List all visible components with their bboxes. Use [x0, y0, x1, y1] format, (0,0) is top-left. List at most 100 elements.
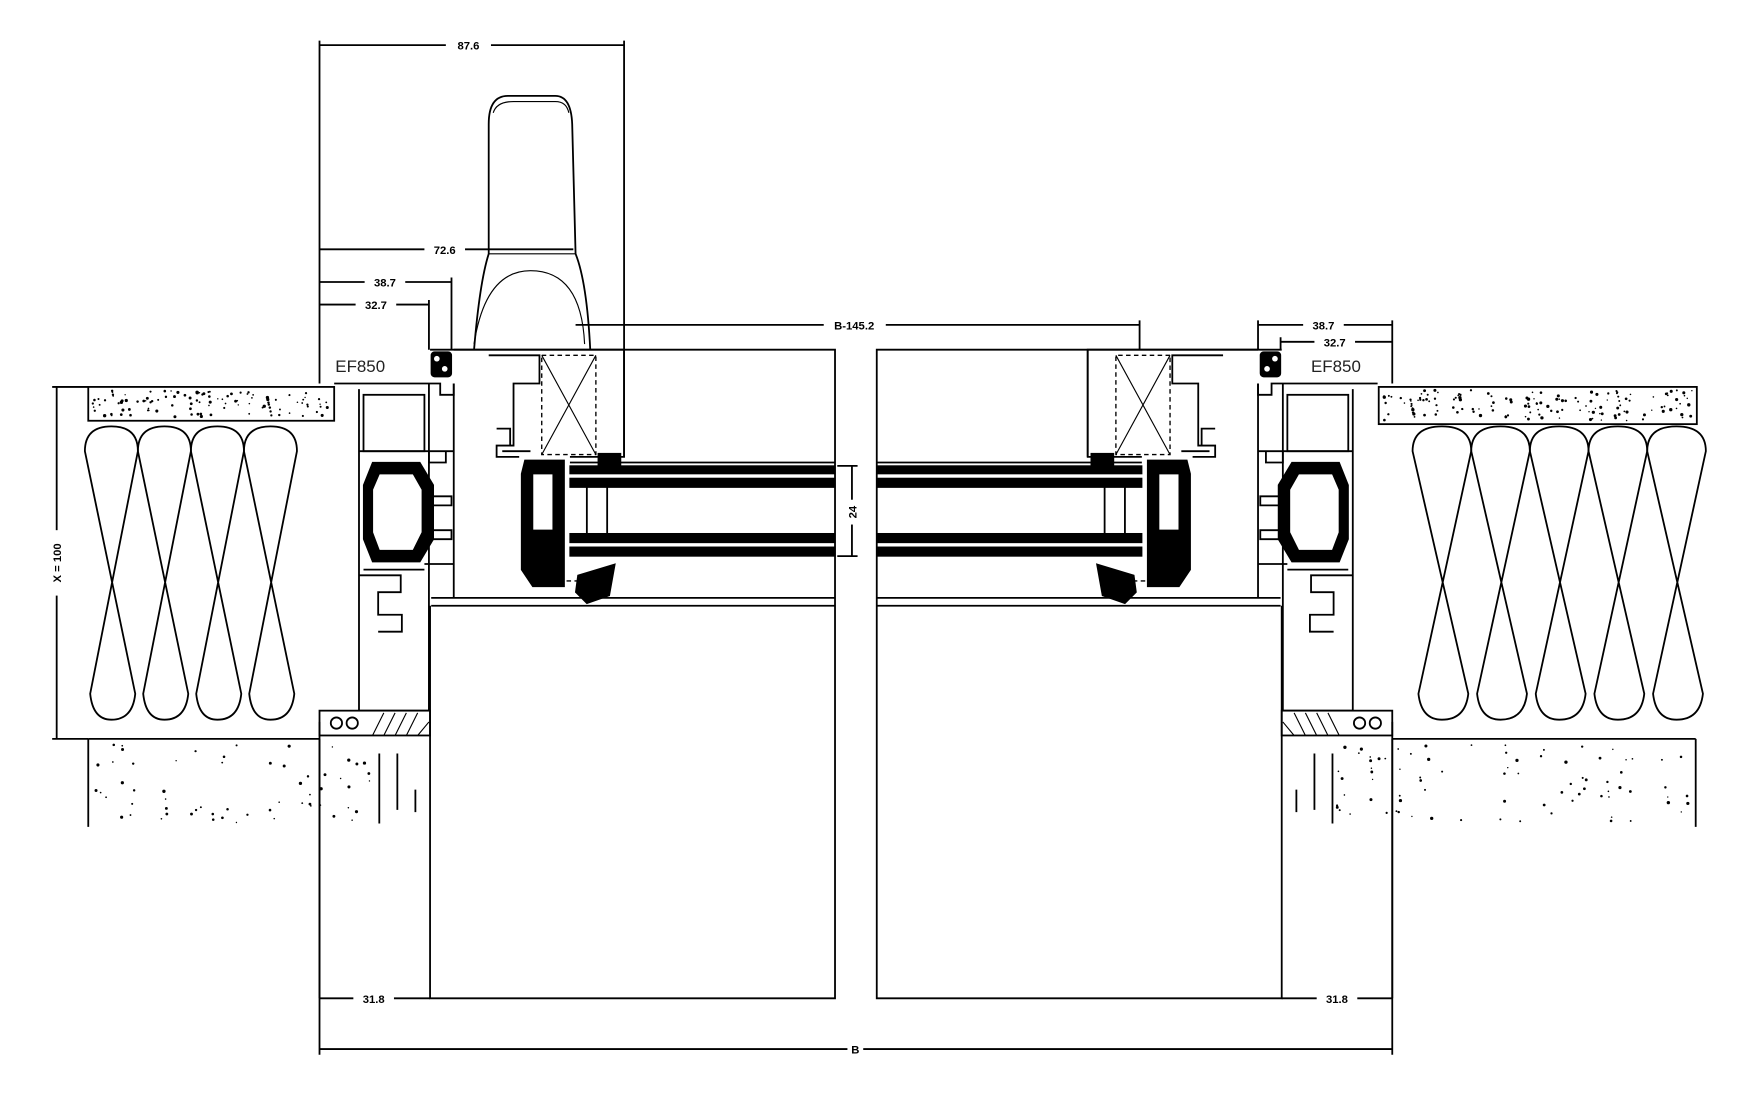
texture-dot: [1471, 407, 1475, 411]
insulation-loop: [190, 425, 245, 721]
texture-dot: [1357, 752, 1360, 755]
texture-dot: [1539, 391, 1543, 394]
texture-dot: [207, 390, 210, 394]
texture-dot: [1452, 398, 1456, 401]
texture-dot: [1411, 404, 1413, 407]
left-profile-section: [318, 348, 836, 1000]
texture-dot: [209, 413, 213, 417]
texture-dot: [268, 808, 272, 812]
texture-dot: [160, 817, 163, 820]
texture-dot: [1437, 391, 1439, 394]
texture-dot: [235, 744, 238, 747]
texture-dot: [270, 414, 273, 417]
texture-dot: [1338, 809, 1341, 812]
texture-dot: [1340, 777, 1344, 781]
texture-dot: [1412, 412, 1416, 416]
texture-dot: [1542, 803, 1546, 807]
texture-dot: [1395, 810, 1398, 813]
texture-dot: [279, 408, 281, 411]
texture-dot: [274, 398, 277, 401]
right-concrete-slab: [1377, 386, 1698, 426]
texture-dot: [1606, 399, 1608, 401]
texture-dot: [1542, 748, 1545, 751]
texture-dot: [99, 791, 102, 794]
texture-dot: [1472, 410, 1475, 413]
texture-dot: [331, 746, 334, 748]
texture-dot: [248, 402, 251, 405]
texture-dot: [1506, 414, 1510, 417]
texture-dot: [1616, 406, 1620, 410]
texture-dot: [262, 404, 266, 408]
texture-dot: [226, 394, 229, 398]
texture-dot: [1612, 748, 1614, 751]
texture-dot: [1588, 411, 1590, 413]
texture-dot: [1398, 798, 1403, 803]
texture-dot: [1619, 404, 1622, 407]
texture-dot: [315, 410, 318, 414]
texture-dot: [119, 413, 123, 416]
texture-dot: [1642, 413, 1646, 417]
texture-dot: [301, 414, 304, 418]
texture-dot: [309, 793, 311, 796]
texture-dot: [288, 394, 291, 397]
texture-dot: [1691, 390, 1693, 392]
texture-dot: [317, 397, 321, 401]
texture-dot: [1558, 398, 1561, 401]
texture-dot: [1686, 397, 1689, 400]
texture-dot: [1459, 393, 1462, 396]
texture-dot: [1615, 390, 1618, 393]
insulation-loop: [1528, 425, 1590, 721]
texture-dot: [273, 817, 276, 820]
texture-dot: [362, 761, 367, 765]
texture-dot: [146, 409, 149, 412]
left-concrete-slab: [87, 386, 336, 422]
texture-dot: [1535, 402, 1539, 406]
texture-dot: [1424, 744, 1428, 748]
texture-dot: [247, 391, 250, 394]
texture-dot: [1623, 410, 1626, 413]
texture-dot: [1478, 408, 1480, 410]
texture-dot: [129, 413, 132, 417]
texture-dot: [1556, 410, 1559, 414]
texture-dot: [201, 393, 204, 396]
texture-dot: [319, 405, 322, 408]
texture-dot: [144, 400, 147, 402]
texture-dot: [1581, 776, 1584, 779]
insulation-loop: [243, 425, 298, 721]
texture-dot: [1664, 786, 1667, 789]
texture-dot: [1369, 756, 1372, 758]
texture-dot: [1435, 404, 1438, 407]
texture-dot: [217, 398, 219, 400]
texture-dot: [1555, 397, 1559, 401]
texture-dot: [1546, 404, 1550, 409]
texture-dot: [1599, 412, 1601, 415]
window-handle: [473, 94, 592, 350]
texture-dot: [189, 407, 192, 411]
texture-dot: [110, 414, 113, 417]
floor-texture: [94, 743, 371, 824]
texture-dot: [1529, 411, 1532, 414]
texture-dot: [269, 410, 272, 413]
texture-dot: [102, 414, 107, 418]
texture-dot: [367, 772, 371, 775]
texture-dot: [142, 399, 146, 403]
texture-dot: [150, 399, 154, 403]
texture-dot: [1589, 399, 1593, 403]
texture-dot: [1397, 810, 1400, 814]
texture-dot: [1419, 776, 1422, 779]
texture-dot: [1486, 392, 1490, 395]
dim-handle-offset: 72.6: [434, 245, 456, 257]
left-insulation: [83, 425, 298, 721]
texture-dot: [221, 398, 224, 401]
texture-dot: [332, 814, 336, 818]
texture-dot: [211, 818, 215, 821]
texture-dot: [266, 397, 270, 402]
texture-dot: [1625, 759, 1627, 761]
texture-dot: [1457, 394, 1460, 397]
texture-dot: [1533, 398, 1535, 400]
texture-dot: [1503, 799, 1507, 803]
texture-dot: [1609, 819, 1613, 823]
right-profile-label: EF850: [1311, 357, 1361, 376]
texture-dot: [1686, 801, 1690, 806]
texture-dot: [1454, 396, 1457, 399]
